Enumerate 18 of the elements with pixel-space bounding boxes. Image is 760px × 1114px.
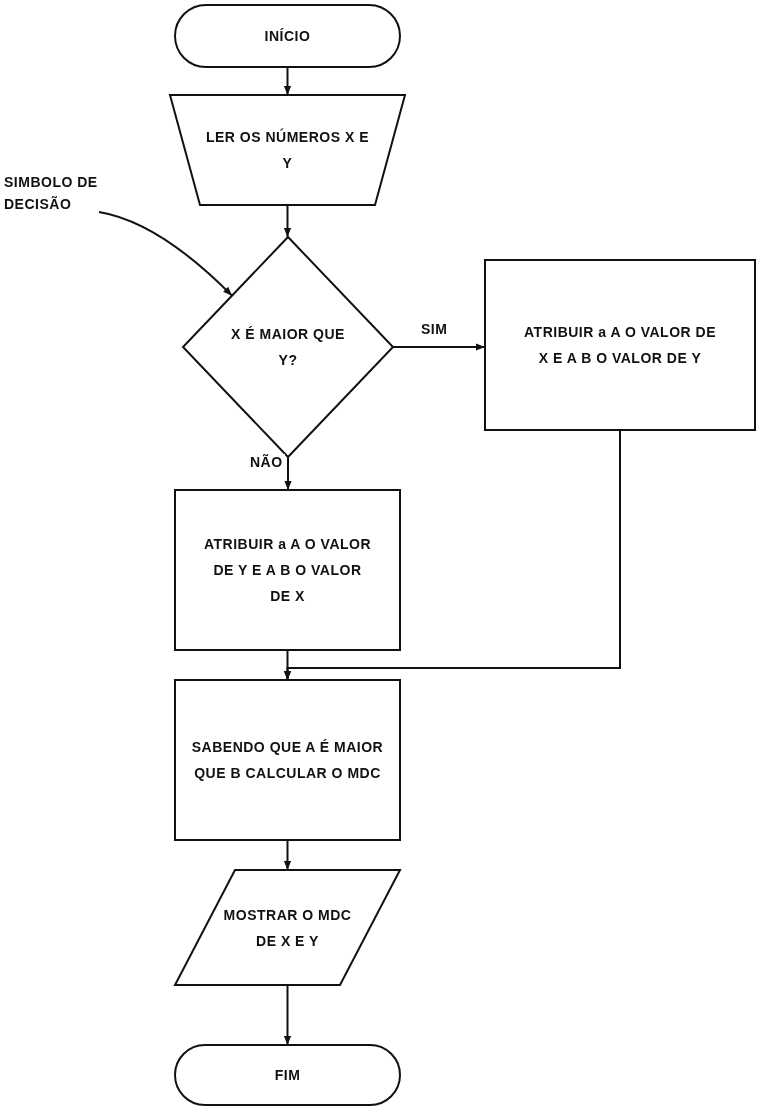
node-label: MOSTRAR O MDC DE X E Y — [222, 905, 353, 951]
arrow — [392, 343, 486, 351]
annotation-text: SIMBOLO DE DECISÃO — [4, 173, 99, 214]
node-label: LER OS NÚMEROS X E Y — [205, 127, 370, 173]
arrow — [283, 66, 292, 96]
node-label: INÍCIO — [264, 27, 311, 46]
arrow — [283, 984, 292, 1046]
node-label: ATRIBUIR a A O VALOR DE X E A B O VALOR DE Y — [523, 323, 717, 368]
node-label: FIM — [274, 1066, 301, 1085]
edge-label: NÃO — [248, 454, 285, 470]
arrow — [283, 649, 292, 681]
node-label: ATRIBUIR a A O VALOR DE Y E A B O VALOR DE X — [202, 535, 373, 606]
arrow — [283, 204, 292, 238]
leader-line — [98, 211, 233, 297]
node-label: X É MAIOR QUE Y? — [230, 325, 346, 370]
node-label: SABENDO QUE A É MAIOR QUE B CALCULAR O MDC — [190, 738, 385, 783]
arrow — [284, 456, 292, 491]
arrow — [283, 839, 292, 871]
